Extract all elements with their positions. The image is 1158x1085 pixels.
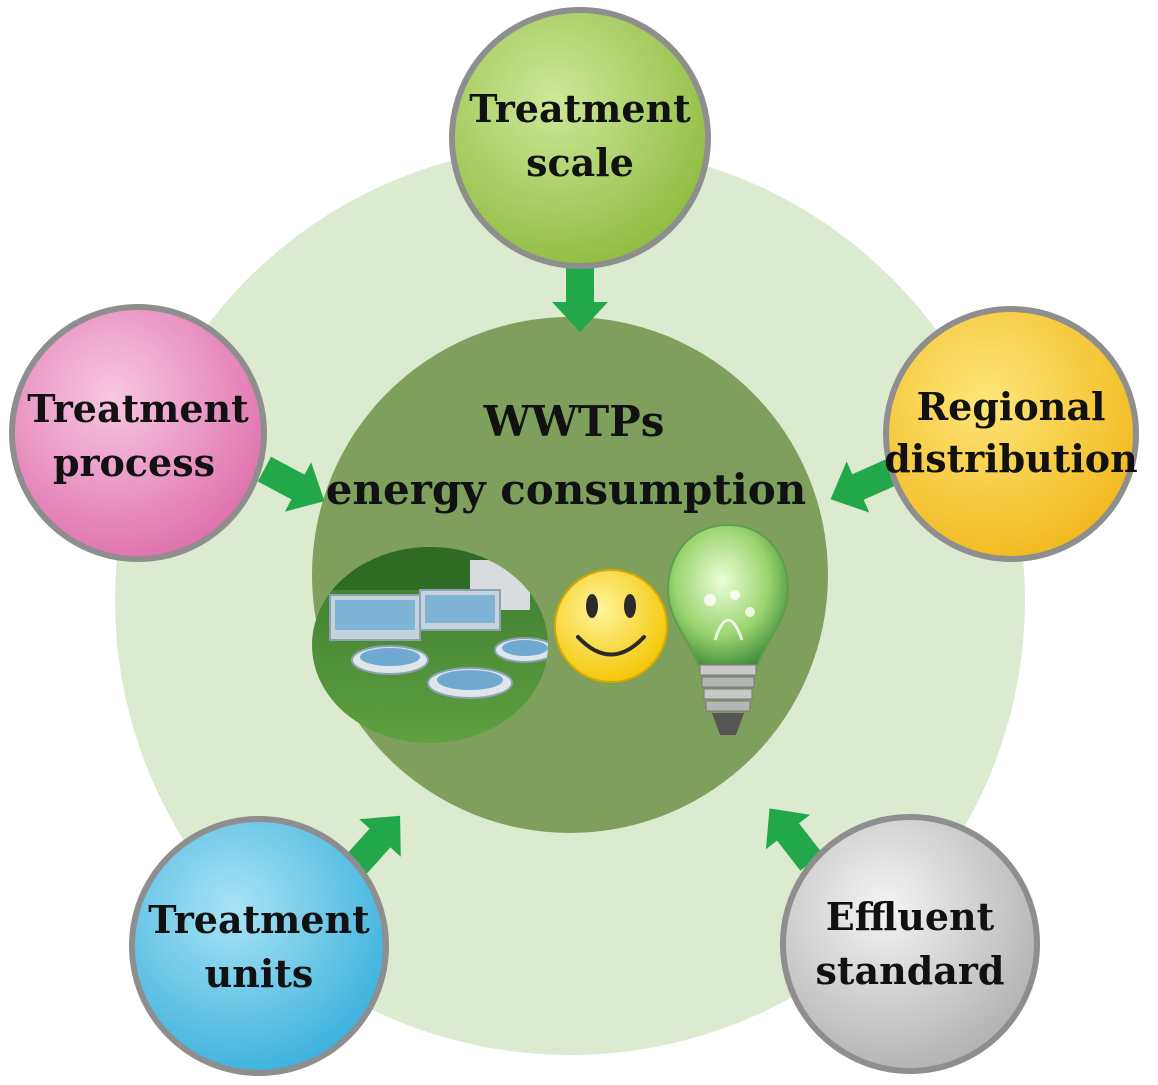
center-title-line2: energy consumption (326, 465, 807, 514)
factor-label-line1: Treatment (469, 86, 691, 131)
factor-label-line2: scale (526, 140, 634, 185)
factor-label-line2: process (53, 440, 215, 485)
factor-label-line1: Effluent (826, 894, 995, 939)
factor-treatment-process: Treatment process (9, 304, 267, 562)
factor-regional-distribution: Regional distribution (883, 306, 1139, 562)
factor-label-line2: standard (816, 948, 1005, 993)
factor-label-line2: units (205, 951, 314, 996)
center-title-line1: WWTPs (483, 397, 665, 446)
arrow-from-scale (552, 264, 608, 332)
factor-treatment-units: Treatment units (129, 816, 389, 1076)
smiley-icon (554, 569, 668, 683)
arrow-from-process (257, 456, 325, 512)
factor-label-line1: Regional (917, 384, 1106, 429)
factor-label-line1: Treatment (27, 386, 249, 431)
factor-label-line2: distribution (884, 436, 1138, 481)
factor-effluent-standard: Effluent standard (780, 814, 1040, 1074)
arrow-from-units (344, 815, 401, 876)
light-bulb-icon (666, 523, 790, 735)
factor-treatment-scale: Treatment scale (449, 7, 711, 269)
factor-label-line1: Treatment (148, 897, 370, 942)
arrow-from-regional (830, 458, 899, 513)
arrow-from-effluent (765, 808, 823, 871)
